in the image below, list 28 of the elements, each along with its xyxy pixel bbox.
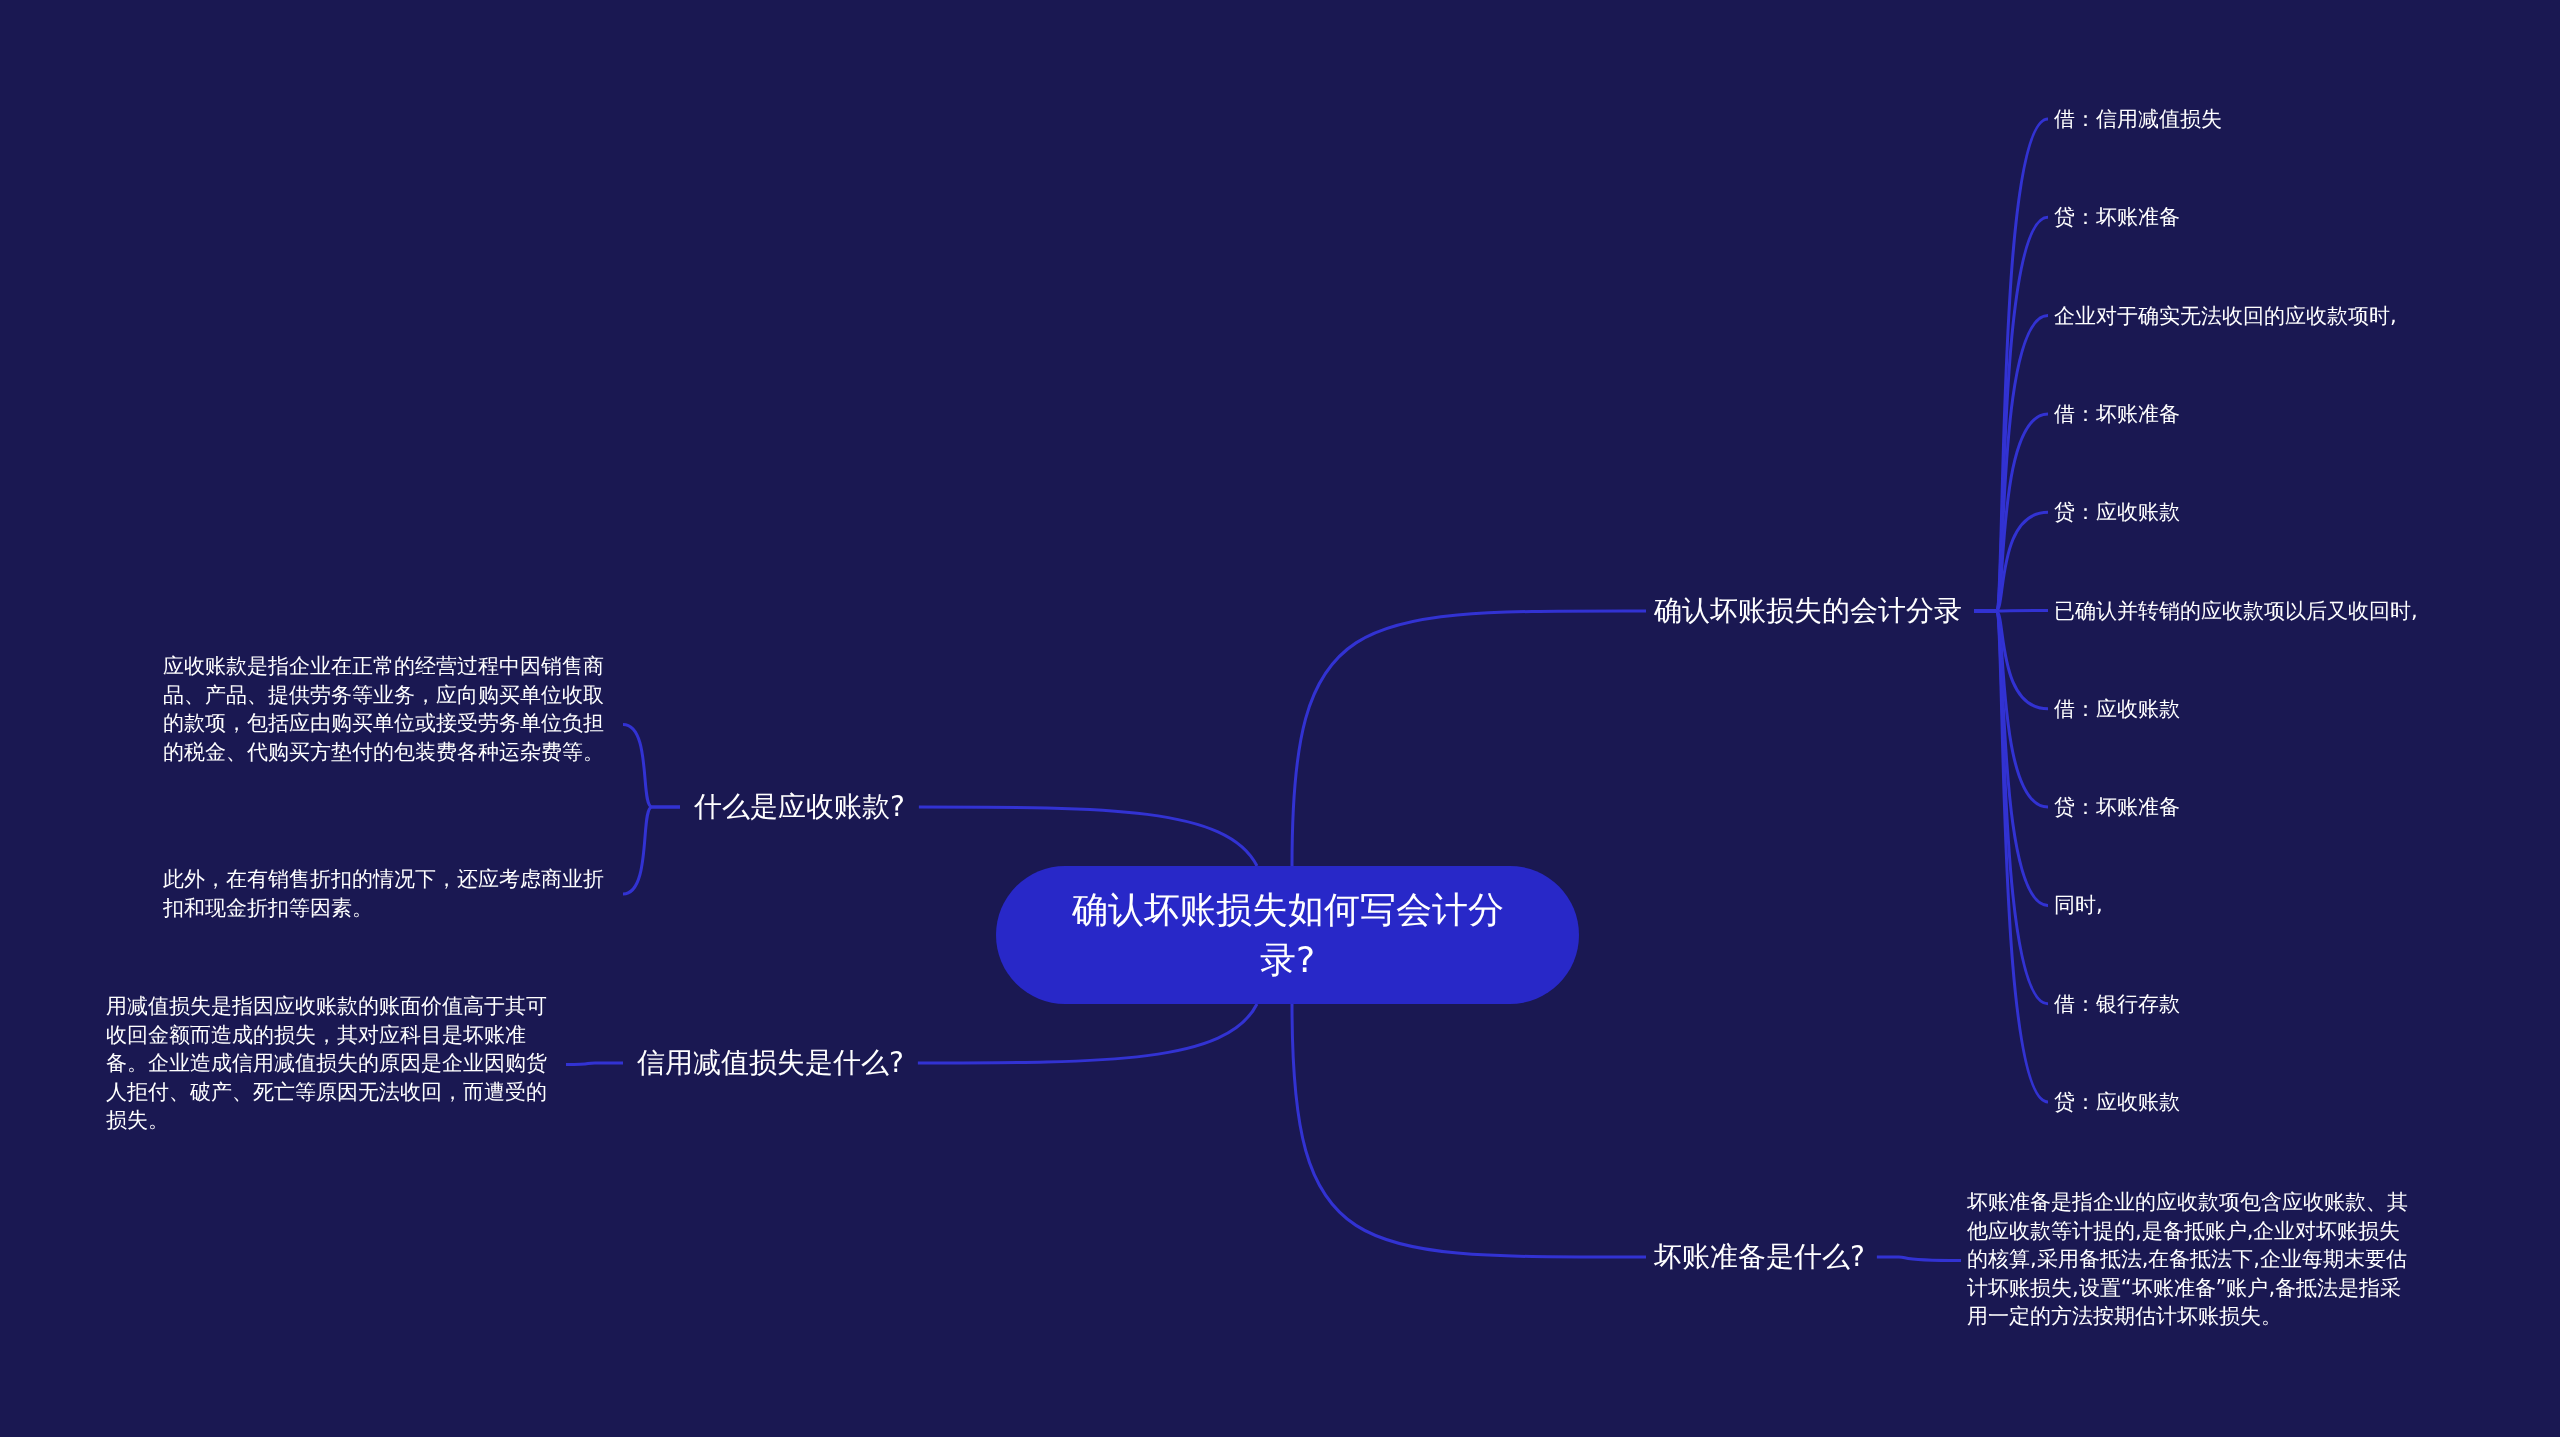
connector-line [917,1003,1259,1065]
leaf-topic: 借：坏账准备 [2054,398,2474,429]
central-topic-box: 确认坏账损失如何写会计分录? [996,866,1579,1004]
leaf-topic: 贷：坏账准备 [2054,792,2474,823]
text-paragraph: 坏账准备是指企业的应收款项包含应收账款、其他应收款等计提的,是备抵账户,企业对坏账损失的核算,采用备抵法,在备抵法下,企业每期末要估计坏账损失,设置“坏账准备”账户,备抵法是指采用一定的方法按期估计坏账损失。 [1967,1188,2417,1331]
branch-topic: 什么是应收账款? [694,787,914,827]
connector-line [1974,609,2049,1104]
leaf-topic: 贷：应收账款 [2054,1087,2474,1117]
leaf-topic: 贷：应收账款 [2054,497,2474,528]
branch-topic: 坏账准备是什么? [1654,1237,1894,1277]
leaf-topic: 借：应收账款 [2054,693,2474,724]
connector-line [566,1061,623,1066]
branch-topic: 确认坏账损失的会计分录 [1654,591,1974,631]
connector-line [1290,1003,1646,1259]
leaf-topic: 企业对于确实无法收回的应收款项时, [2054,300,2474,331]
text-paragraph: 应收账款是指企业在正常的经营过程中因销售商品、产品、提供劳务等业务，应向购买单位收取的款项，包括应由购买单位或接受劳务单位负担的税金、代购买方垫付的包装费各种运杂费等。 [163,652,615,767]
leaf-topic: 已确认并转销的应收款项以后又收回时, [2054,595,2474,626]
branch-topic: 信用减值损失是什么? [637,1043,915,1083]
leaf-topic: 同时, [2054,890,2474,921]
connector-line [1290,609,1646,867]
connector-line [918,805,1259,867]
leaf-topic: 借：信用减值损失 [2054,104,2474,134]
text-paragraph: 用减值损失是指因应收账款的账面价值高于其可收回金额而造成的损失，其对应科目是坏账准备。企业造成信用减值损失的原因是企业因购货人拒付、破产、死亡等原因无法收回，而遭受的损失。 [106,992,558,1135]
connector-line [1876,1255,1961,1262]
leaf-topic: 贷：坏账准备 [2054,202,2474,233]
text-paragraph: 此外，在有销售折扣的情况下，还应考虑商业折扣和现金折扣等因素。 [163,865,615,923]
leaf-topic: 借：银行存款 [2054,988,2474,1019]
connector-line [622,805,680,896]
